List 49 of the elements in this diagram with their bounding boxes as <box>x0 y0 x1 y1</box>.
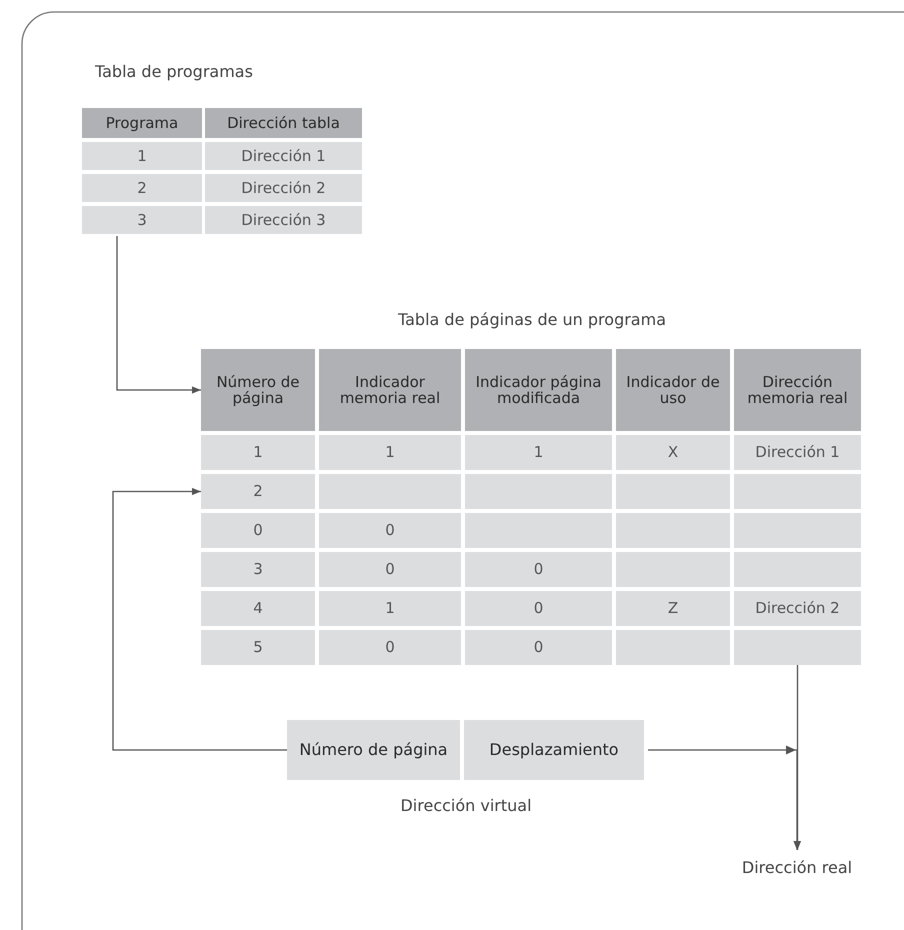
header-cell: Dirección memoria real <box>734 349 861 431</box>
table-cell: 0 <box>465 552 612 587</box>
empty-cell <box>616 552 730 587</box>
header-cell: Dirección tabla <box>205 108 362 138</box>
table-cell: 1 <box>319 435 461 470</box>
header-cell: Programa <box>82 108 202 138</box>
table-cell: X <box>616 435 730 470</box>
table-cell: 3 <box>201 552 315 587</box>
header-cell: Número de página <box>201 349 315 431</box>
header-cell: Indicador de uso <box>616 349 730 431</box>
empty-cell <box>616 474 730 509</box>
empty-cell <box>465 474 612 509</box>
table-cell: Desplazamiento <box>464 720 644 780</box>
table-cell: 5 <box>201 630 315 665</box>
table-cell: 1 <box>201 435 315 470</box>
table-cell: Número de página <box>287 720 460 780</box>
table-title: Dirección virtual <box>400 796 532 815</box>
table-cell: 0 <box>465 591 612 626</box>
table-cell: Dirección 3 <box>205 206 362 234</box>
table-cell: 0 <box>319 630 461 665</box>
header-cell: Indicador página modificada <box>465 349 612 431</box>
table-cell: 0 <box>465 630 612 665</box>
table-cell: 0 <box>201 513 315 548</box>
table-cell: 1 <box>465 435 612 470</box>
table-cell: Dirección 2 <box>205 174 362 202</box>
table-cell: Dirección 1 <box>734 435 861 470</box>
empty-cell <box>616 513 730 548</box>
table-cell: Z <box>616 591 730 626</box>
table-title: Tabla de páginas de un programa <box>398 310 666 329</box>
empty-cell <box>734 474 861 509</box>
empty-cell <box>734 552 861 587</box>
header-cell: Indicador memoria real <box>319 349 461 431</box>
output-label: Dirección real <box>722 852 872 882</box>
table-cell: 2 <box>201 474 315 509</box>
empty-cell <box>734 630 861 665</box>
empty-cell <box>616 630 730 665</box>
table-title: Tabla de programas <box>95 62 253 81</box>
empty-cell <box>319 474 461 509</box>
table-cell: 2 <box>82 174 202 202</box>
table-cell: 1 <box>319 591 461 626</box>
table-cell: 4 <box>201 591 315 626</box>
table-cell: Dirección 1 <box>205 142 362 170</box>
table-cell: 1 <box>82 142 202 170</box>
empty-cell <box>734 513 861 548</box>
table-cell: 3 <box>82 206 202 234</box>
table-cell: 0 <box>319 552 461 587</box>
table-cell: 0 <box>319 513 461 548</box>
table-cell: Dirección 2 <box>734 591 861 626</box>
empty-cell <box>465 513 612 548</box>
